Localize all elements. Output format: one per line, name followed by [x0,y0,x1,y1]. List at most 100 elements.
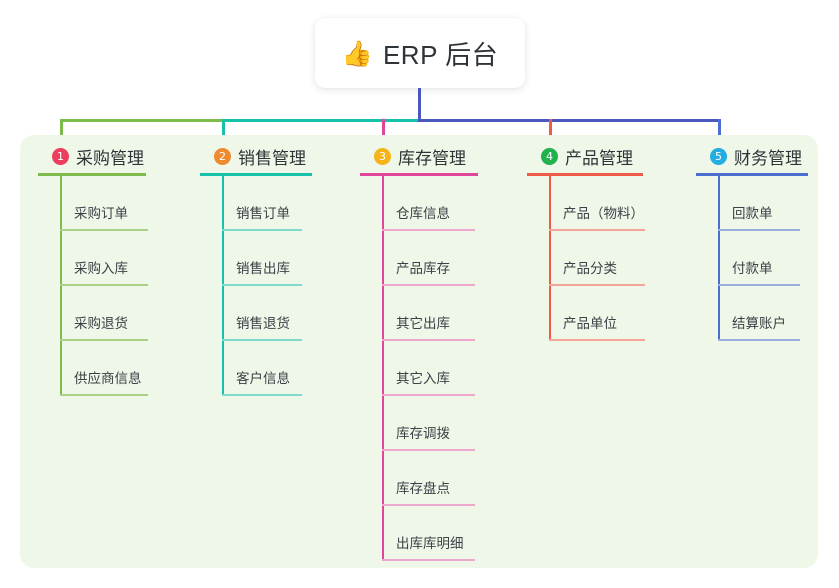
leaf-item[interactable]: 回款单 [696,176,808,231]
leaf-item-label: 仓库信息 [396,206,450,221]
leaf-item[interactable]: 客户信息 [200,341,312,396]
leaf-item[interactable]: 产品分类 [527,231,645,286]
column-spine-3 [382,176,384,561]
thumbs-up-icon: 👍 [341,38,373,68]
leaf-item-label: 产品库存 [396,261,450,276]
leaf-item-rule [382,449,475,451]
column-badge-icon-3: 3 [374,147,391,165]
leaf-item[interactable]: 销售订单 [200,176,312,231]
trunk-segment-green [60,119,222,122]
diagram-panel [20,135,818,568]
leaf-item[interactable]: 销售出库 [200,231,312,286]
column-badge-icon-5: 5 [710,147,727,165]
leaf-item-label: 采购退货 [74,316,128,331]
leaf-item-rule [382,339,475,341]
column-body-5: 回款单付款单结算账户 [696,176,808,341]
leaf-item-rule [382,504,475,506]
column-badge-icon-1: 1 [52,147,69,165]
root-title: ERP 后台 [382,39,499,70]
column-3: 3 库存管理仓库信息产品库存其它出库其它入库库存调拨库存盘点出库库明细 [360,145,478,561]
leaf-item-rule [222,229,302,231]
leaf-item-rule [382,394,475,396]
trunk-segment-teal [222,119,419,122]
leaf-item-rule [222,339,302,341]
leaf-item-label: 回款单 [732,206,773,221]
leaf-item-label: 产品单位 [563,316,617,331]
leaf-item-rule [60,394,148,396]
column-header-5[interactable]: 5 财务管理 [696,145,808,168]
trunk-segment-blue [418,119,721,122]
column-header-3[interactable]: 3 库存管理 [360,145,478,168]
leaf-item-label: 采购订单 [74,206,128,221]
leaf-item-label: 库存盘点 [396,481,450,496]
leaf-item-label: 产品（物料） [563,206,644,221]
leaf-item-label: 采购入库 [74,261,128,276]
leaf-item-label: 其它出库 [396,316,450,331]
leaf-item-rule [718,339,800,341]
column-title-1: 采购管理 [76,148,144,168]
leaf-item-rule [60,284,148,286]
column-badge-icon-4: 4 [541,147,558,165]
leaf-item-rule [382,284,475,286]
column-4: 4 产品管理产品（物料） 产品分类产品单位 [527,145,645,341]
leaf-item[interactable]: 产品库存 [360,231,478,286]
leaf-item-label: 库存调拨 [396,426,450,441]
leaf-item[interactable]: 采购入库 [38,231,148,286]
column-body-2: 销售订单销售出库销售退货客户信息 [200,176,312,396]
leaf-item[interactable]: 采购订单 [38,176,148,231]
leaf-item-label: 销售出库 [236,261,290,276]
column-5: 5 财务管理回款单付款单结算账户 [696,145,808,341]
leaf-item-rule [549,284,645,286]
leaf-item[interactable]: 结算账户 [696,286,808,341]
column-spine-1 [60,176,62,396]
leaf-item-label: 出库库明细 [396,536,464,551]
leaf-item[interactable]: 产品（物料） [527,176,645,231]
column-rule-2 [200,173,312,176]
column-title-5: 财务管理 [734,148,802,168]
leaf-item-rule [222,394,302,396]
column-header-1[interactable]: 1 采购管理 [38,145,146,168]
leaf-item[interactable]: 供应商信息 [38,341,148,396]
leaf-item-rule [60,229,148,231]
leaf-item-label: 销售退货 [236,316,290,331]
leaf-item-label: 其它入库 [396,371,450,386]
column-title-3: 库存管理 [398,148,466,168]
leaf-item[interactable]: 出库库明细 [360,506,478,561]
column-rule-1 [38,173,146,176]
column-body-1: 采购订单采购入库采购退货供应商信息 [38,176,148,396]
column-title-4: 产品管理 [565,148,633,168]
column-spine-4 [549,176,551,341]
root-node[interactable]: 👍 ERP 后台 [315,18,525,88]
leaf-item-rule [60,339,148,341]
leaf-item[interactable]: 产品单位 [527,286,645,341]
column-rule-4 [527,173,643,176]
leaf-item[interactable]: 销售退货 [200,286,312,341]
leaf-item-rule [718,284,800,286]
leaf-item-rule [549,229,645,231]
column-rule-3 [360,173,478,176]
leaf-item-label: 付款单 [732,261,773,276]
leaf-item[interactable]: 仓库信息 [360,176,478,231]
column-body-4: 产品（物料） 产品分类产品单位 [527,176,645,341]
leaf-item-rule [222,284,302,286]
leaf-item[interactable]: 付款单 [696,231,808,286]
column-1: 1 采购管理采购订单采购入库采购退货供应商信息 [38,145,148,396]
leaf-item[interactable]: 库存调拨 [360,396,478,451]
leaf-item[interactable]: 其它入库 [360,341,478,396]
leaf-item-label: 客户信息 [236,371,290,386]
root-stem [418,88,421,122]
column-title-2: 销售管理 [238,148,306,168]
column-header-4[interactable]: 4 产品管理 [527,145,643,168]
column-spine-2 [222,176,224,396]
leaf-item-label: 产品分类 [563,261,617,276]
leaf-item-label: 供应商信息 [74,371,142,386]
column-spine-5 [718,176,720,341]
column-body-3: 仓库信息产品库存其它出库其它入库库存调拨库存盘点出库库明细 [360,176,478,561]
leaf-item[interactable]: 采购退货 [38,286,148,341]
leaf-item-rule [382,559,475,561]
leaf-item[interactable]: 库存盘点 [360,451,478,506]
leaf-item[interactable]: 其它出库 [360,286,478,341]
leaf-item-rule [382,229,475,231]
